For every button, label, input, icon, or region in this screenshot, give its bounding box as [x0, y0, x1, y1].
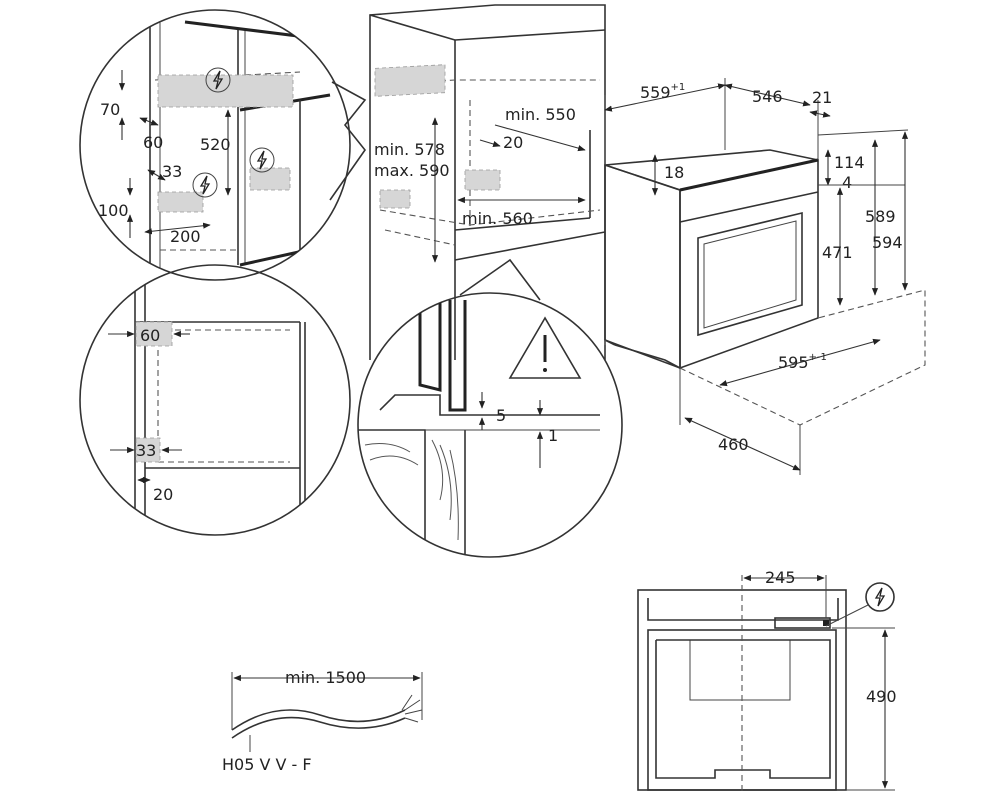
rear-socket-x: 245: [765, 568, 796, 587]
oven-width: 595+-1: [778, 352, 827, 372]
electrical-connection-icon: [192, 172, 218, 198]
front-offset: 21: [812, 88, 832, 107]
cable-length: min. 1500: [285, 668, 366, 687]
panel-offset: 4: [842, 173, 852, 192]
oven-body: [604, 149, 926, 426]
electrical-connection-icon: [865, 582, 895, 612]
side-offset: 60: [143, 133, 163, 152]
rear-socket-height: 490: [866, 687, 897, 706]
niche-vent-gap: 20: [503, 133, 523, 152]
oven-inner-height: 471: [822, 243, 853, 262]
edge-gap-value: 5: [496, 406, 506, 425]
niche-min-width: min. 560: [462, 209, 533, 228]
oven-depth: 460: [718, 435, 749, 454]
top-offset: 70: [100, 100, 120, 119]
rear-view: 245 490: [637, 568, 897, 792]
oven-body-height: 589: [865, 207, 896, 226]
power-cable: min. 1500 H05 V V - F: [222, 668, 423, 774]
edge-gap: 20: [153, 485, 173, 504]
cabinet-niche: [369, 4, 606, 360]
bottom-offset: 100: [98, 201, 129, 220]
detail-socket-position: 70 60 520 33 100 200: [79, 9, 367, 281]
niche-max-height: max. 590: [374, 161, 450, 180]
niche-min-depth: min. 550: [505, 105, 576, 124]
niche-dimensions: min. 578 max. 590 min. 550 20 min. 560: [374, 105, 586, 263]
detail-side-clearance: 60 33 20: [79, 264, 351, 536]
depth-oven: 546: [752, 87, 783, 106]
electrical-connection-icon: [249, 147, 275, 173]
oven-top-gap: 18: [664, 163, 684, 182]
cable-type: H05 V V - F: [222, 755, 312, 774]
depth-top: 559+1: [640, 82, 685, 102]
socket-height: 520: [200, 135, 231, 154]
bottom-width: 200: [170, 227, 201, 246]
warning-triangle-icon: [508, 316, 582, 379]
top-clearance: 60: [140, 326, 160, 345]
oven-total-height: 594: [872, 233, 903, 252]
edge-offset-value: 1: [548, 426, 558, 445]
panel-height: 114: [834, 153, 865, 172]
oven-dimensions: 559+1 546 21 18 114 4 471 589 594 595+-1…: [604, 78, 909, 475]
bottom-clearance: 33: [136, 441, 156, 460]
electrical-connection-icon: [205, 67, 231, 93]
niche-min-height: min. 578: [374, 140, 445, 159]
socket-width: 33: [162, 162, 182, 181]
detail-edge-gap: 5 1: [357, 258, 623, 558]
